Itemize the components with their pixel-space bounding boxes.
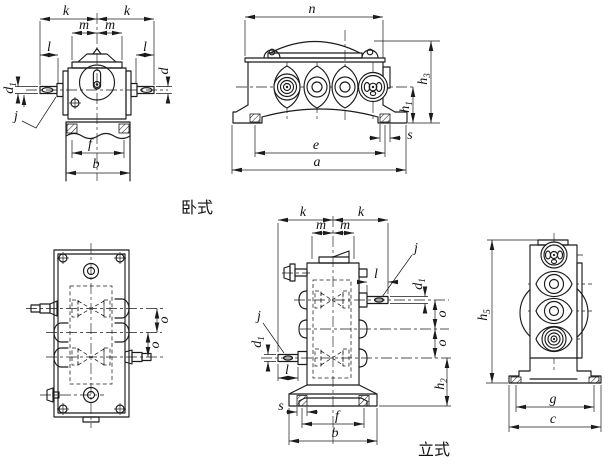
bearing-bosses (535, 241, 573, 353)
dim-label-l-lower: l (285, 363, 289, 378)
centerlines (26, 13, 168, 181)
dim-label-c: c (550, 412, 557, 427)
dim-label-d1-lower: d1 (250, 336, 266, 348)
dim-label-d1: d1 (2, 82, 18, 94)
dim-label-j-upper: j (412, 241, 418, 256)
dimensions: o o (145, 308, 172, 357)
bearing-bosses (273, 65, 389, 109)
shafts (277, 292, 389, 366)
dimensions: n h3 h1 s e a (231, 2, 440, 174)
dim-label-k-right: k (358, 205, 365, 220)
dim-label-m-left: m (316, 218, 326, 233)
dim-label-b: b (93, 157, 100, 172)
vertical-front-view: k k m m j l d1 o o h2 j d1 l s f b (250, 205, 451, 445)
flange-plate-outline (53, 249, 130, 423)
dim-label-l-right: l (143, 40, 147, 55)
dimensions: k k m m l l d d1 j f b (2, 4, 172, 176)
horizontal-front-view: k k m m l l d d1 j f b (2, 4, 172, 182)
dim-label-f: f (335, 409, 341, 424)
dim-label-a: a (314, 155, 321, 170)
caption-vertical-type: 立式 (418, 440, 450, 459)
dim-label-o-upper: o (157, 317, 172, 324)
dim-label-l-left: l (47, 40, 51, 55)
dim-label-o-lower: o (148, 342, 163, 349)
centerlines (26, 243, 164, 428)
dim-label-m-left: m (79, 18, 89, 33)
dim-label-h3: h3 (416, 73, 432, 85)
dim-label-h5: h5 (476, 309, 492, 321)
dim-label-d: d (157, 67, 172, 75)
dim-label-k-right: k (124, 4, 131, 19)
dim-label-m-right: m (105, 18, 115, 33)
gear-housing-outline (62, 47, 132, 120)
shafts (30, 300, 152, 403)
dim-label-s: s (278, 399, 284, 414)
dim-label-d1-upper: d1 (411, 278, 427, 290)
housing-outline (283, 250, 368, 386)
dim-label-f: f (88, 137, 94, 152)
horizontal-side-view: n h3 h1 s e a (231, 2, 440, 174)
side-bearing-caps (53, 298, 130, 368)
caption-horizontal-type: 卧式 (181, 198, 213, 217)
internal-gears-hidden (69, 285, 113, 385)
vertical-plan-view: o o (26, 243, 172, 428)
dim-label-n: n (309, 2, 316, 17)
dim-label-k-left: k (300, 205, 307, 220)
dim-label-h2: h2 (433, 378, 449, 390)
base-outline (288, 384, 378, 407)
dim-label-s: s (407, 128, 413, 143)
dim-label-o-lower: o (435, 340, 450, 347)
dim-label-j: j (12, 109, 18, 124)
dim-label-k-left: k (63, 4, 70, 19)
dimensions: k k m m j l d1 o o h2 j d1 l s f b (250, 205, 451, 445)
dim-label-o-upper: o (435, 311, 450, 318)
dim-label-m-right: m (340, 218, 350, 233)
vertical-side-view: h5 g c (476, 233, 602, 432)
dim-label-g: g (550, 392, 557, 407)
internal-gears-hidden (312, 279, 352, 379)
dim-label-j-lower: j (255, 309, 261, 324)
dim-label-e: e (313, 138, 319, 153)
input-output-shafts (39, 82, 155, 98)
dim-label-l-upper: l (374, 267, 378, 282)
dimensions: h5 g c (476, 239, 602, 432)
pedestal-base (65, 121, 131, 182)
dim-label-h1: h1 (398, 101, 414, 113)
dim-label-b: b (332, 426, 339, 441)
centerlines (261, 216, 451, 444)
